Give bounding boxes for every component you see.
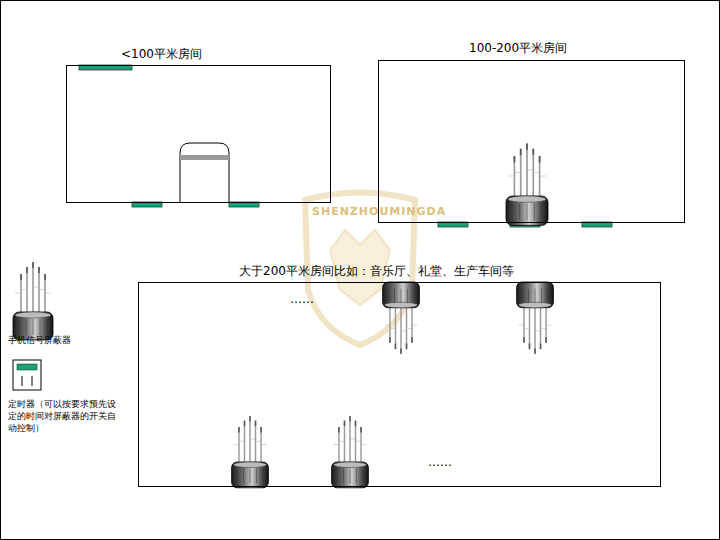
jammer-icon — [506, 144, 548, 226]
legend-text: 手机信号屏蔽器 — [8, 334, 128, 346]
ellipsis: …… — [290, 292, 314, 306]
ellipsis: …… — [428, 455, 452, 469]
timer-icon — [13, 360, 41, 390]
room-heading: <100平米房间 — [121, 47, 202, 61]
timer-switch — [32, 376, 33, 386]
cabinet-band — [180, 155, 229, 160]
room-box: 大于200平米房间比如：音乐厅、礼堂、生产车间等 — [138, 282, 661, 487]
timer-switch — [22, 376, 23, 386]
room-heading: 大于200平米房间比如：音乐厅、礼堂、生产车间等 — [239, 264, 514, 278]
room-box: 100-200平米房间 — [378, 60, 685, 223]
watermark-text: SHENZHOUMINGDA — [312, 205, 446, 218]
jammer-icon — [332, 416, 369, 488]
cabinet-shape — [180, 143, 229, 202]
jammer-icon — [232, 416, 269, 488]
jammer-icon — [13, 262, 53, 340]
jammer-icon — [383, 282, 420, 354]
jammer-icon — [517, 282, 554, 354]
timer-display — [17, 364, 37, 370]
room-heading: 100-200平米房间 — [469, 41, 567, 55]
legend-text: 定时器（可以按要求预先设定的时间对屏蔽器的开关自动控制） — [8, 398, 120, 434]
room-box: <100平米房间 — [66, 65, 331, 203]
